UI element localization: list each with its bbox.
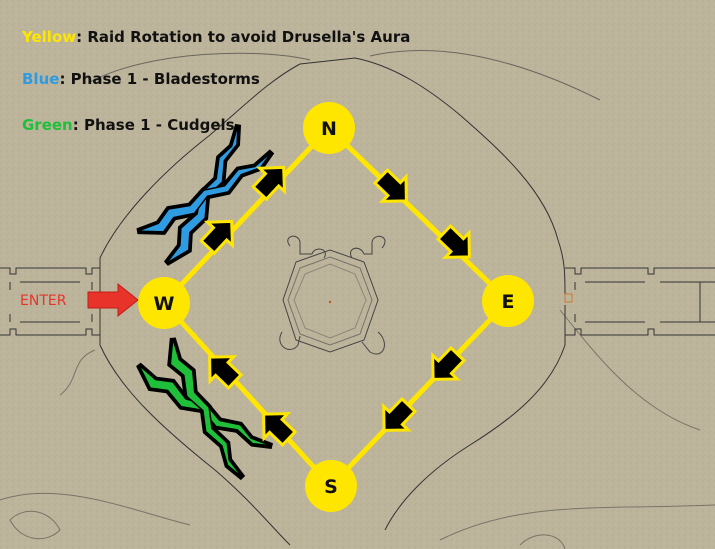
- arrow-icon: [262, 412, 298, 448]
- enter-arrow-icon: [87, 282, 139, 318]
- node-west: W: [138, 277, 190, 329]
- arrow-icon: [431, 345, 467, 381]
- arrow-icon: [199, 219, 235, 256]
- arrow-icon: [435, 223, 471, 259]
- node-north: N: [303, 102, 355, 154]
- legend-yellow: Yellow: Raid Rotation to avoid Drusella'…: [22, 28, 410, 46]
- node-label-east: E: [502, 291, 515, 313]
- legend-green-text: : Phase 1 - Cudgels: [72, 116, 235, 134]
- arrow-icon: [372, 167, 408, 203]
- bladestorm-marker: [136, 123, 275, 266]
- legend-blue-text: : Phase 1 - Bladestorms: [59, 70, 260, 88]
- arrow-icon: [208, 355, 244, 391]
- enter-label: ENTER: [20, 293, 67, 309]
- legend-blue: Blue: Phase 1 - Bladestorms: [22, 70, 260, 88]
- west-corridor: [0, 267, 100, 336]
- legend-yellow-key: Yellow: [22, 28, 77, 46]
- room-outline: [0, 50, 715, 549]
- node-east: E: [482, 275, 534, 327]
- rotation-arrows: [199, 165, 471, 448]
- legend-yellow-text: : Raid Rotation to avoid Drusella's Aura: [76, 28, 411, 46]
- arrow-icon: [382, 396, 418, 432]
- legend-green: Green: Phase 1 - Cudgels: [22, 116, 235, 134]
- legend-green-key: Green: [22, 116, 73, 134]
- node-label-south: S: [324, 476, 338, 498]
- rotation-path: [162, 126, 510, 488]
- node-south: S: [305, 460, 357, 512]
- center-platform: [279, 235, 386, 355]
- crossed-blades-icon: [136, 123, 275, 266]
- cudgel-marker: [136, 337, 274, 481]
- arrow-icon: [251, 165, 287, 202]
- east-corridor: [564, 267, 715, 336]
- legend-blue-key: Blue: [22, 70, 60, 88]
- node-label-north: N: [321, 118, 337, 140]
- crossed-cudgels-icon: [136, 337, 274, 481]
- node-label-west: W: [154, 293, 175, 315]
